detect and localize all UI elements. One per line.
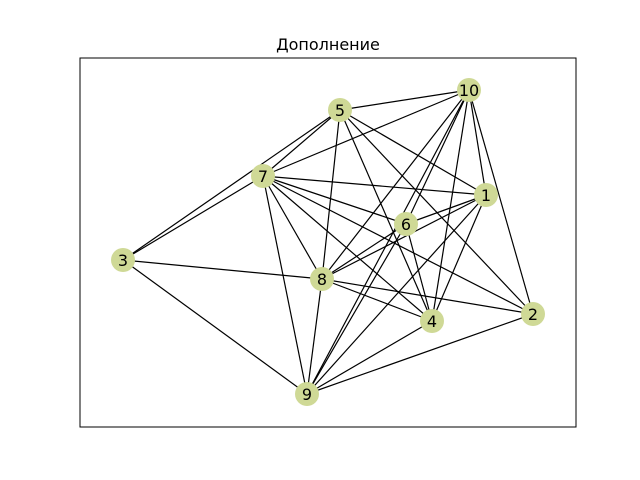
node-circle-1 — [474, 183, 498, 207]
node-circle-8 — [310, 267, 334, 291]
edge-6-9 — [306, 223, 407, 395]
node-1: 1 — [474, 183, 498, 207]
edge-5-7 — [262, 109, 341, 177]
edge-1-4 — [431, 194, 487, 322]
edges-layer — [122, 89, 534, 395]
node-label-10: 10 — [459, 81, 479, 100]
edge-1-5 — [339, 109, 487, 196]
node-label-9: 9 — [302, 385, 312, 404]
edge-2-7 — [262, 175, 534, 315]
node-6: 6 — [394, 212, 418, 236]
node-label-1: 1 — [481, 186, 491, 205]
edge-4-8 — [321, 278, 433, 322]
node-label-4: 4 — [427, 312, 437, 331]
node-circle-9 — [295, 382, 319, 406]
edge-4-10 — [431, 89, 470, 322]
axes-frame — [79, 57, 577, 428]
node-label-8: 8 — [317, 270, 327, 289]
edge-1-10 — [468, 89, 487, 196]
edge-4-5 — [339, 109, 433, 322]
node-circle-4 — [420, 309, 444, 333]
edge-7-8 — [262, 175, 323, 280]
edge-2-10 — [468, 89, 534, 315]
edge-7-9 — [262, 175, 308, 395]
edge-5-10 — [339, 89, 470, 111]
edge-3-5 — [122, 109, 341, 261]
node-label-3: 3 — [118, 251, 128, 270]
edge-2-5 — [339, 109, 534, 315]
node-circle-2 — [521, 302, 545, 326]
node-circle-3 — [111, 248, 135, 272]
edge-9-10 — [306, 89, 470, 395]
edge-2-9 — [306, 313, 534, 395]
node-label-7: 7 — [258, 167, 268, 186]
edge-8-10 — [321, 89, 470, 280]
node-circle-10 — [457, 78, 481, 102]
node-label-5: 5 — [335, 101, 345, 120]
edge-2-8 — [321, 278, 534, 315]
node-10: 10 — [457, 78, 481, 102]
edge-5-8 — [321, 109, 341, 280]
node-2: 2 — [521, 302, 545, 326]
edge-1-7 — [262, 175, 487, 196]
edge-3-8 — [122, 259, 323, 280]
node-3: 3 — [111, 248, 135, 272]
node-4: 4 — [420, 309, 444, 333]
edge-4-6 — [405, 223, 433, 322]
edge-6-7 — [262, 175, 407, 225]
node-circle-5 — [328, 98, 352, 122]
edge-7-10 — [262, 89, 470, 177]
node-9: 9 — [295, 382, 319, 406]
plot-title: Дополнение — [276, 35, 380, 54]
edge-1-8 — [321, 194, 487, 280]
edge-1-6 — [405, 194, 487, 225]
node-label-2: 2 — [528, 305, 538, 324]
edge-4-7 — [262, 175, 433, 322]
edge-3-9 — [122, 259, 308, 395]
edge-6-10 — [405, 89, 470, 225]
edge-6-8 — [321, 223, 407, 280]
node-circle-7 — [251, 164, 275, 188]
node-5: 5 — [328, 98, 352, 122]
edge-4-9 — [306, 320, 433, 395]
edge-1-9 — [306, 194, 487, 395]
node-label-6: 6 — [401, 215, 411, 234]
node-7: 7 — [251, 164, 275, 188]
nodes-layer: 1 2 3 4 5 6 7 8 9 10 — [111, 78, 545, 406]
node-circle-6 — [394, 212, 418, 236]
edge-8-9 — [306, 278, 323, 395]
node-8: 8 — [310, 267, 334, 291]
edge-3-7 — [122, 175, 264, 261]
